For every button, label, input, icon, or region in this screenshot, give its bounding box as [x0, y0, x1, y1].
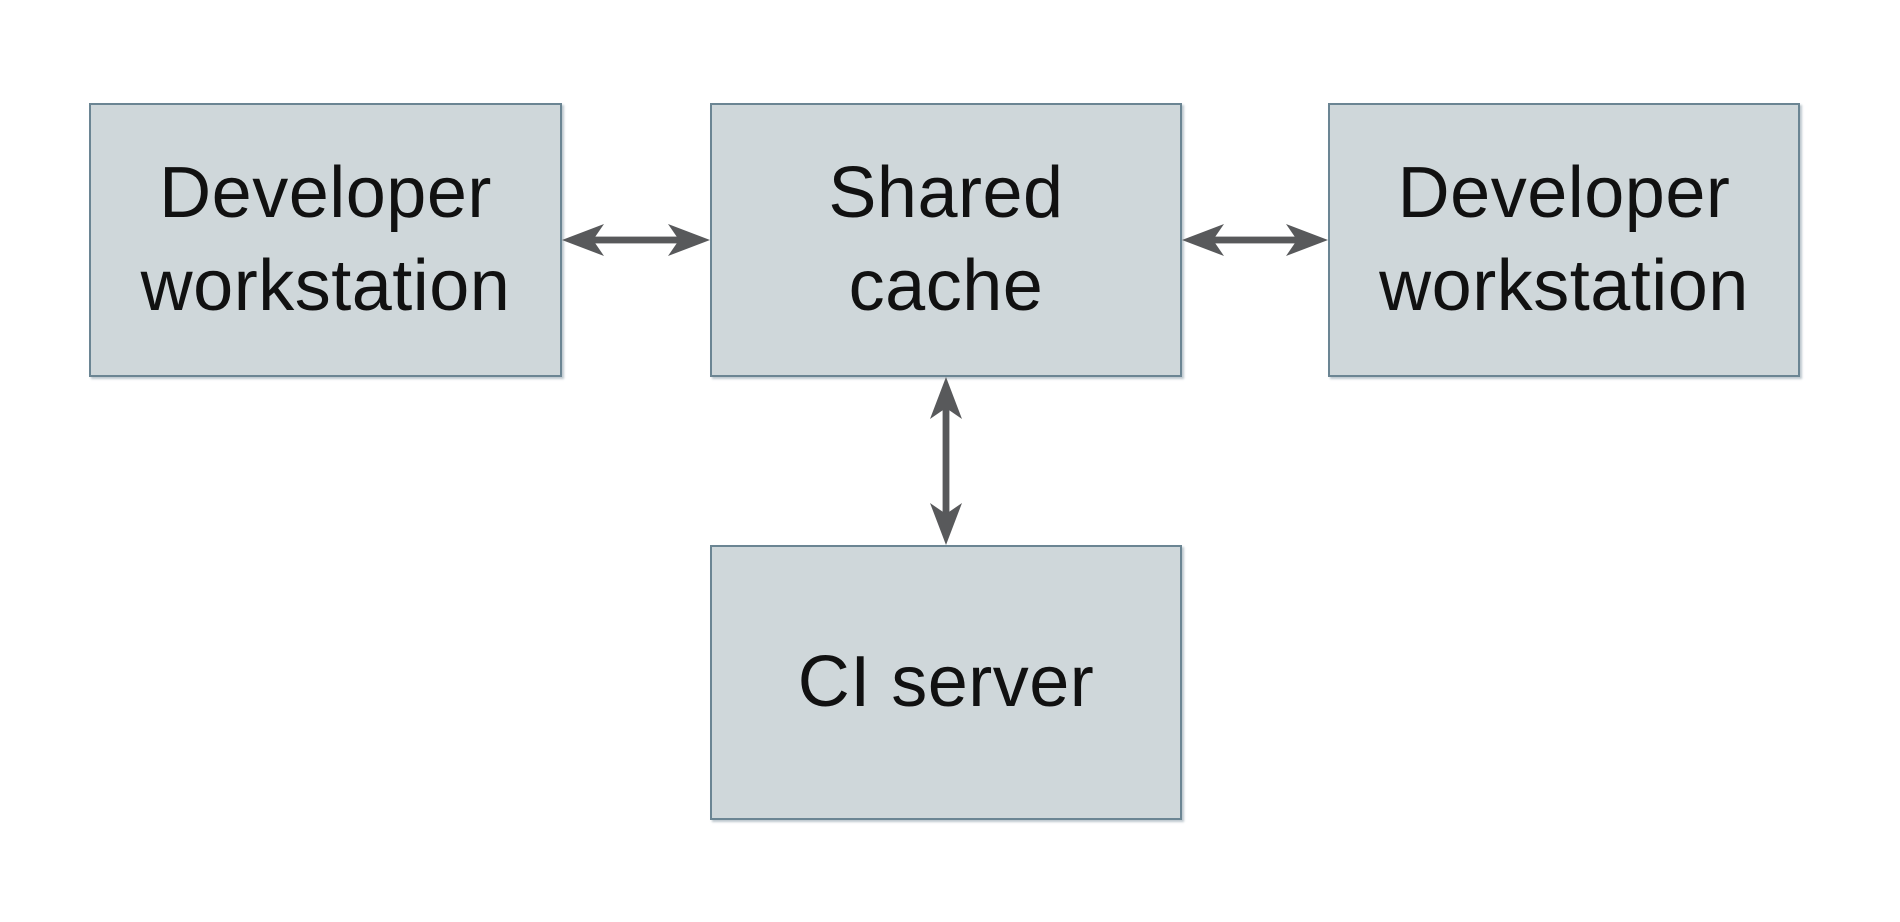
node-developer-workstation-left: Developer workstation: [89, 103, 562, 377]
double-arrow-shared-cache-dev-right-icon: [1182, 222, 1328, 258]
node-developer-workstation-right: Developer workstation: [1328, 103, 1800, 377]
node-label-ci-server: CI server: [797, 642, 1095, 722]
double-arrow-dev-left-shared-cache-icon: [562, 222, 710, 258]
node-label-developer-workstation-right: Developer workstation: [1379, 153, 1749, 326]
node-ci-server: CI server: [710, 545, 1182, 820]
double-arrow-shared-cache-ci-server-icon: [928, 377, 964, 545]
node-label-shared-cache: Shared cache: [828, 153, 1064, 326]
node-shared-cache: Shared cache: [710, 103, 1182, 377]
node-label-developer-workstation-left: Developer workstation: [140, 153, 511, 326]
